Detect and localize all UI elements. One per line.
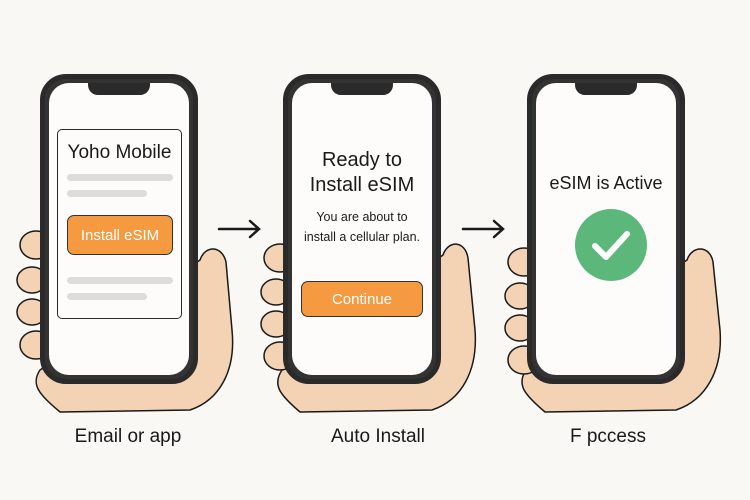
phone-success: eSIM is Active	[527, 74, 685, 384]
placeholder-line	[67, 174, 173, 181]
phone-auto-install: Ready to Install eSIM You are about to i…	[283, 74, 441, 384]
step-label: Email or app	[74, 426, 182, 447]
step-label: F pccess	[569, 426, 647, 447]
check-circle-icon	[575, 209, 647, 281]
continue-button[interactable]: Continue	[301, 281, 423, 317]
step-label: Auto Install	[331, 426, 425, 447]
card-title: Yoho Mobile	[67, 142, 172, 163]
install-esim-button[interactable]: Install eSIM	[67, 215, 173, 255]
body-line: You are about to	[316, 210, 408, 224]
status-title: eSIM is Active	[549, 173, 663, 193]
email-card: Yoho Mobile Install eSIM	[57, 129, 182, 319]
placeholder-line	[67, 277, 173, 284]
title-line: Ready to	[321, 149, 403, 171]
phone-email-or-app: Yoho Mobile Install eSIM	[40, 74, 198, 384]
body-line: install a cellular plan.	[303, 230, 421, 244]
arrow-right-icon	[461, 219, 505, 239]
placeholder-line	[67, 293, 147, 300]
title-line: Install eSIM	[309, 174, 415, 196]
placeholder-line	[67, 190, 147, 197]
phone-notch	[575, 83, 637, 95]
phone-notch	[88, 83, 150, 95]
arrow-right-icon	[217, 219, 261, 239]
phone-notch	[331, 83, 393, 95]
